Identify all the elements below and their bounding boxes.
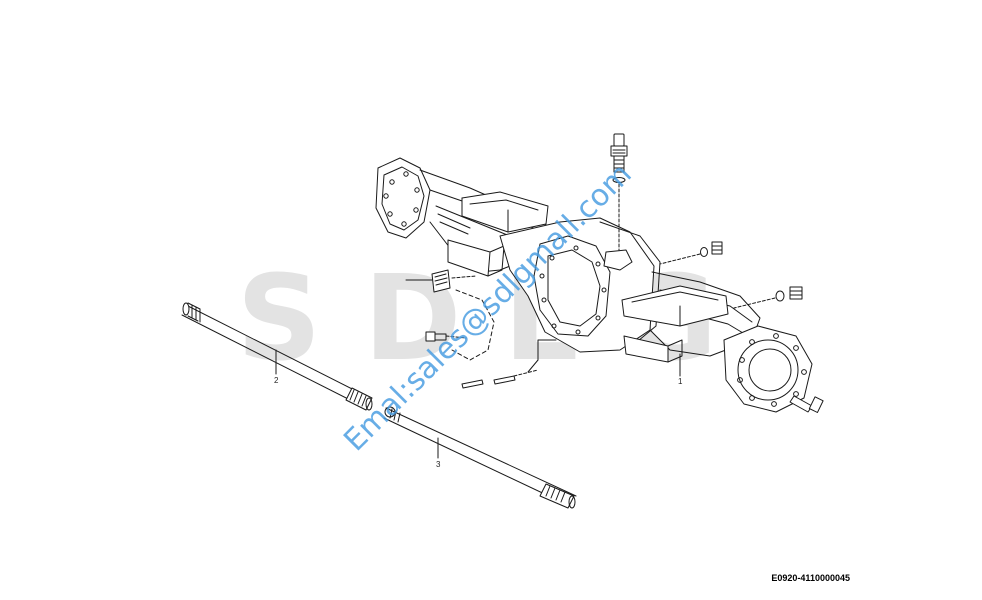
callout-2: 2 (274, 376, 279, 385)
axle-shaft-2 (181, 302, 373, 411)
small-parts (405, 269, 557, 389)
axle-housing (375, 157, 813, 413)
callout-3: 3 (436, 460, 441, 469)
axle-shaft-3 (383, 406, 577, 509)
callout-1: 1 (678, 377, 683, 386)
breather-fitting (610, 133, 628, 251)
part-code: E0920-4110000045 (771, 573, 850, 583)
side-plugs (659, 241, 824, 413)
